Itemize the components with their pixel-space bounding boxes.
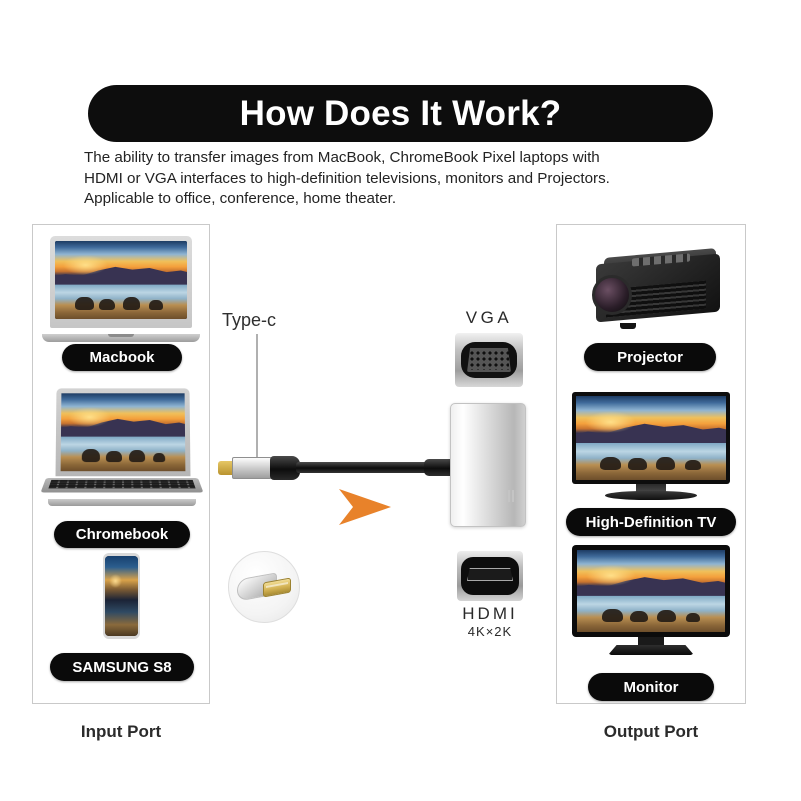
label-macbook-text: Macbook <box>89 349 155 366</box>
hdmi-resolution-label: 4K×2K <box>467 624 513 639</box>
samsung-s8-icon <box>103 553 140 639</box>
monitor-icon <box>572 545 730 657</box>
projector-icon <box>578 245 724 331</box>
description-block: The ability to transfer images from MacB… <box>84 148 714 210</box>
label-projector-text: Projector <box>617 348 683 366</box>
usb-c-connector-icon <box>228 551 300 623</box>
cable-strain-relief <box>424 459 456 476</box>
page-title-banner: How Does It Work? <box>88 85 713 142</box>
label-monitor: Monitor <box>588 673 714 701</box>
adapter-body <box>450 403 526 527</box>
macbook-icon <box>42 236 200 342</box>
label-macbook: Macbook <box>62 344 182 371</box>
label-monitor-text: Monitor <box>623 678 679 696</box>
label-samsung-s8-text: SAMSUNG S8 <box>72 658 172 676</box>
type-c-label: Type-c <box>222 310 277 330</box>
description-line-1: The ability to transfer images from MacB… <box>84 149 600 166</box>
label-chromebook-text: Chromebook <box>75 526 169 543</box>
label-projector: Projector <box>584 343 716 371</box>
adapter-cable <box>296 462 446 473</box>
label-high-definition-tv-text: High-Definition TV <box>585 513 717 531</box>
hdmi-port-icon <box>457 551 523 601</box>
description-line-3: Applicable to office, conference, home t… <box>84 190 397 207</box>
type-c-leader-line <box>256 334 258 458</box>
label-chromebook: Chromebook <box>54 521 190 548</box>
vga-port-icon <box>455 333 523 387</box>
vga-label: VGA <box>465 308 513 327</box>
output-port-caption: Output Port <box>603 722 699 741</box>
arrow-right-icon <box>339 489 391 525</box>
label-samsung-s8: SAMSUNG S8 <box>50 653 194 681</box>
label-high-definition-tv: High-Definition TV <box>566 508 736 536</box>
hdmi-label: HDMI <box>462 604 518 623</box>
type-c-plug-icon <box>218 455 302 481</box>
page-title: How Does It Work? <box>239 93 562 133</box>
hdtv-icon <box>572 392 730 502</box>
chromebook-icon <box>40 388 204 510</box>
input-port-caption: Input Port <box>80 722 162 741</box>
description-line-2: HDMI or VGA interfaces to high-definitio… <box>84 169 610 187</box>
